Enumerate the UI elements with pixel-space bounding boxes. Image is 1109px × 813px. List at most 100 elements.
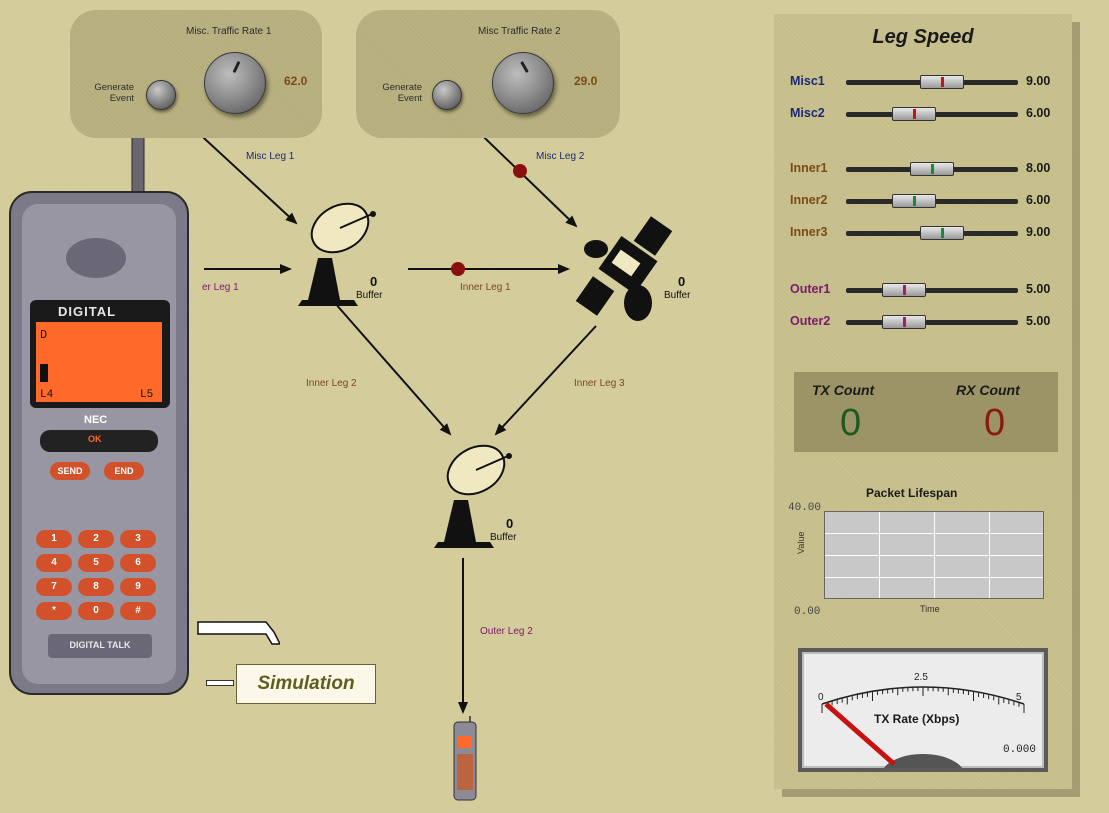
slider-label: Outer2 xyxy=(790,314,831,328)
lifespan-ylabel: Value xyxy=(796,531,806,554)
slider-label: Inner3 xyxy=(790,225,828,239)
phone-key: 8 xyxy=(78,578,114,596)
traffic-rate-2-value: 29.0 xyxy=(574,74,598,88)
meter-value: 0.000 xyxy=(1002,744,1036,756)
traffic-rate-2-title: Misc Traffic Rate 2 xyxy=(478,26,561,37)
phone-key: 5 xyxy=(78,554,114,572)
phone-key: 6 xyxy=(120,554,156,572)
node-3-count: 0 xyxy=(506,516,514,531)
inner-leg-1-label: Inner Leg 1 xyxy=(460,282,511,293)
slider-thumb[interactable] xyxy=(882,315,926,329)
generate-label-line1: Generate xyxy=(382,82,422,93)
traffic-rate-1-title: Misc. Traffic Rate 1 xyxy=(186,26,272,37)
phone-key: * xyxy=(36,602,72,620)
slider-track[interactable] xyxy=(846,226,1018,240)
slider-thumb[interactable] xyxy=(892,107,936,121)
phone-key: 3 xyxy=(120,530,156,548)
slider-track[interactable] xyxy=(846,107,1018,121)
tx-count-label: TX Count xyxy=(812,382,875,398)
slider-value: 6.00 xyxy=(1026,106,1051,120)
lifespan-plot xyxy=(824,511,1044,599)
simulation-button[interactable]: Simulation xyxy=(236,664,376,704)
phone-ok-key: OK xyxy=(88,434,102,444)
slider-track[interactable] xyxy=(846,75,1018,89)
generate-label-line1: Generate xyxy=(94,82,134,93)
phone-key: 4 xyxy=(36,554,72,572)
node-2-buffer-label: Buffer xyxy=(664,290,691,301)
meter-tick-label: 0 xyxy=(818,692,824,703)
tx-count-value: 0 xyxy=(840,402,862,444)
lifespan-ymax: 40.00 xyxy=(788,502,822,514)
slider-value: 5.00 xyxy=(1026,282,1051,296)
slider-track[interactable] xyxy=(846,283,1018,297)
knob-pointer xyxy=(232,60,241,74)
slider-label: Misc1 xyxy=(790,74,825,88)
slider-value: 8.00 xyxy=(1026,161,1051,175)
outer-leg-2-label: Outer Leg 2 xyxy=(480,626,533,637)
slider-label: Inner1 xyxy=(790,161,828,175)
slider-mark xyxy=(941,77,944,87)
inner-leg-3-link xyxy=(494,325,597,436)
lifespan-ymin: 0.00 xyxy=(794,606,821,618)
slider-thumb[interactable] xyxy=(920,75,964,89)
pointer-hand-icon xyxy=(196,618,282,645)
phone-screen-l5: L5 xyxy=(140,389,154,401)
knob-pointer xyxy=(520,61,529,73)
packet-dot xyxy=(451,262,465,276)
generate-event-2-button[interactable] xyxy=(432,80,462,110)
lifespan-title: Packet Lifespan xyxy=(866,486,958,500)
slider-track[interactable] xyxy=(846,194,1018,208)
sim-connector xyxy=(206,680,234,686)
slider-label: Outer1 xyxy=(790,282,831,296)
slider-mark xyxy=(941,228,944,238)
leg-speed-panel: Leg Speed Misc1 9.00 Misc2 6.00 Inner1 8… xyxy=(774,14,1072,789)
grid-line xyxy=(989,512,990,598)
antenna-icon xyxy=(298,202,376,306)
phone-screen-d: D xyxy=(40,328,48,342)
slider-mark xyxy=(913,109,916,119)
slider-label: Inner2 xyxy=(790,193,828,207)
tx-rate-meter: 0 2.5 5 TX Rate (Xbps) 0.000 xyxy=(798,648,1048,772)
slider-thumb[interactable] xyxy=(920,226,964,240)
slider-thumb[interactable] xyxy=(892,194,936,208)
lifespan-xlabel: Time xyxy=(920,604,940,614)
meter-tick-label: 2.5 xyxy=(914,672,928,683)
phone-key: 7 xyxy=(36,578,72,596)
misc-leg-2-label: Misc Leg 2 xyxy=(536,151,585,162)
node-1-buffer-label: Buffer xyxy=(356,290,383,301)
generate-event-1-button[interactable] xyxy=(146,80,176,110)
slider-mark xyxy=(903,285,906,295)
traffic-rate-2-knob[interactable] xyxy=(492,52,554,114)
phone-end-key: END xyxy=(104,462,144,480)
phone-key: 1 xyxy=(36,530,72,548)
meter-tick-label: 5 xyxy=(1016,692,1022,703)
grid-line xyxy=(934,512,935,598)
node-3-buffer-label: Buffer xyxy=(490,532,517,543)
slider-mark xyxy=(931,164,934,174)
meter-title: TX Rate (Xbps) xyxy=(874,712,960,726)
node-1-count: 0 xyxy=(370,274,378,289)
slider-label: Misc2 xyxy=(790,106,825,120)
slider-thumb[interactable] xyxy=(910,162,954,176)
small-phone-icon xyxy=(453,716,477,801)
rx-count-label: RX Count xyxy=(956,382,1020,398)
inner-leg-3-label: Inner Leg 3 xyxy=(574,378,625,389)
generate-label-line2: Event xyxy=(109,93,134,104)
slider-thumb[interactable] xyxy=(882,283,926,297)
slider-mark xyxy=(913,196,916,206)
phone-maker: NEC xyxy=(84,414,108,426)
grid-line xyxy=(879,512,880,598)
count-box: TX Count 0 RX Count 0 xyxy=(794,372,1058,452)
packet-dot xyxy=(513,164,527,178)
traffic-rate-1-knob[interactable] xyxy=(204,52,266,114)
slider-track[interactable] xyxy=(846,162,1018,176)
generate-label-line2: Event xyxy=(397,93,422,104)
slider-track[interactable] xyxy=(846,315,1018,329)
phone-keypad: 1 2 3 4 5 6 7 8 9 * 0 # xyxy=(36,530,156,620)
phone-key: # xyxy=(120,602,156,620)
phone-send-key: SEND xyxy=(50,462,90,480)
satellite-icon xyxy=(575,216,673,321)
phone-brand: DIGITAL xyxy=(58,304,117,319)
